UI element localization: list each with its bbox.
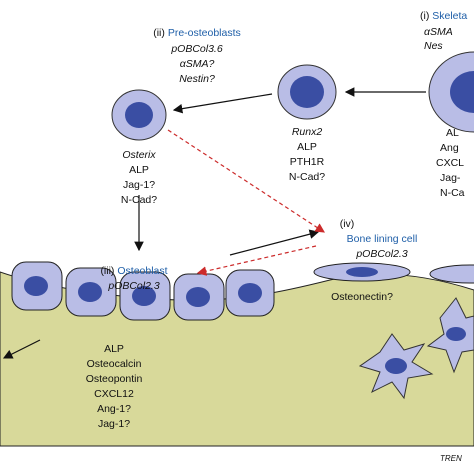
arrow-osteoblast-to-lining — [229, 229, 320, 256]
lining-marker: pOBCol2.3 — [355, 248, 408, 260]
progenitor-marker-list-item: ALP — [297, 141, 317, 153]
skeletal-marker-list-item: AL — [446, 127, 459, 139]
bone-lining-cell — [313, 262, 411, 282]
skeletal-stem-cell — [428, 51, 474, 133]
preosteoblast-cell — [111, 89, 167, 141]
osteocyte-cell — [358, 333, 434, 400]
osteoblast-list-item: Jag-1? — [98, 418, 130, 430]
progenitor-marker-list-item: PTH1R — [290, 156, 325, 168]
footer-credit: TREN — [440, 454, 462, 463]
skeletal-marker: Nes — [424, 40, 443, 52]
skeletal-stage-label: (i) Skeleta — [420, 10, 467, 22]
preosteoblast-list-item: Jag-1? — [123, 179, 155, 191]
preosteoblast-stage-label: (ii) Pre-osteoblasts — [153, 27, 241, 39]
preosteoblast-list-item: Osterix — [122, 149, 156, 161]
progenitor-cell — [277, 64, 337, 120]
preosteoblast-list-item: ALP — [129, 164, 149, 176]
progenitor-marker-list-item: N-Cad? — [289, 171, 325, 183]
lining-marker-list-item: Osteonectin? — [331, 291, 393, 303]
progenitor-marker-list-item: Runx2 — [292, 126, 323, 138]
skeletal-marker: αSMA — [424, 26, 453, 38]
arrow-progenitor-to-preosteoblast — [172, 93, 273, 114]
arrow-to-osteocyte — [2, 339, 41, 359]
preosteoblast-marker: Nestin? — [179, 73, 215, 85]
osteoblast-stage-label: (iii) Osteoblast — [100, 265, 167, 277]
osteocyte-cell — [426, 297, 474, 374]
skeletal-marker-list-item: N-Ca — [440, 187, 465, 199]
bone-lining-cell — [429, 264, 474, 284]
osteoblast-list-item: CXCL12 — [94, 388, 134, 400]
preosteoblast-marker: αSMA? — [180, 58, 215, 70]
lining-stage-name: Bone lining cell — [347, 233, 418, 245]
osteoblast-list-item: Ang-1? — [97, 403, 131, 415]
osteoblast-list-item: ALP — [104, 343, 124, 355]
preosteoblast-list-item: N-Cad? — [121, 194, 157, 206]
lining-stage-label: (iv) — [340, 218, 355, 230]
dashed-arrow-lining-to-osteoblast — [196, 245, 317, 276]
skeletal-marker-list-item: Ang — [440, 142, 459, 154]
skeletal-marker-list-item: CXCL — [436, 157, 464, 169]
skeletal-marker-list-item: Jag- — [440, 172, 461, 184]
osteoblast-cell-row — [11, 261, 275, 321]
osteoblast-list-item: Osteopontin — [86, 373, 143, 385]
preosteoblast-marker: pOBCol3.6 — [170, 43, 223, 55]
osteoblast-marker: pOBCol2.3 — [107, 280, 160, 292]
osteoblast-list-item: Osteocalcin — [87, 358, 142, 370]
dashed-arrow-preosteoblast-to-lining — [167, 129, 326, 233]
